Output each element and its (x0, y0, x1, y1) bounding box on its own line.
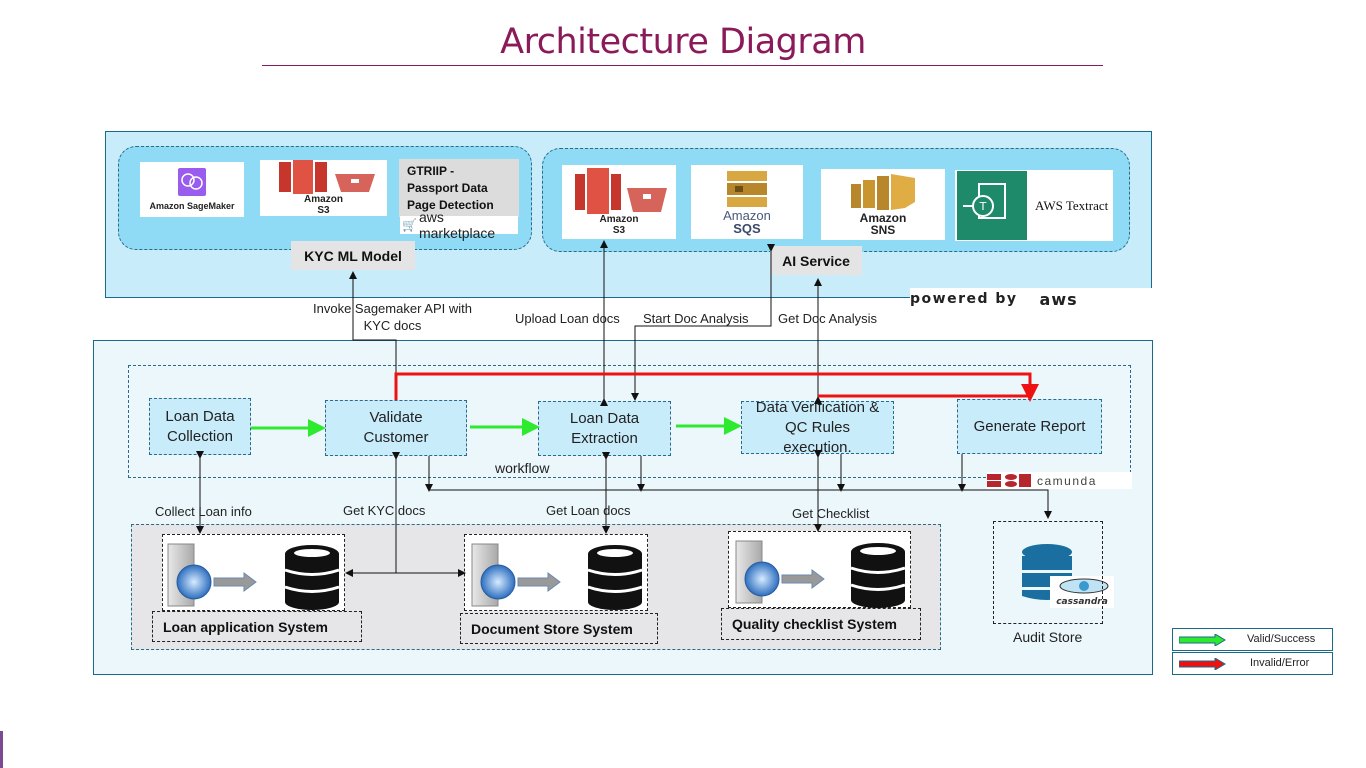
aws-logo-text: aws (1039, 289, 1078, 309)
legend-label: Valid/Success (1247, 633, 1316, 645)
gtriip-line: GTRIIP - (407, 164, 455, 178)
get-kyc-docs-label: Get KYC docs (343, 503, 426, 518)
sagemaker-icon (178, 167, 206, 196)
sqs-label-2: SQS (733, 221, 761, 236)
legend-valid-success: Valid/Success (1172, 628, 1333, 651)
aws-textract-icon: T (957, 171, 1027, 240)
red-arrow-icon (1179, 658, 1226, 670)
camunda-icon (987, 474, 1031, 487)
quality-checklist-system-image (728, 531, 911, 608)
textract-card: T AWS Textract (955, 170, 1113, 241)
ai-service-tag: AI Service (770, 246, 862, 275)
amazon-s3-icon (278, 160, 375, 194)
sqs-label-1: Amazon (723, 208, 771, 223)
step-generate-report[interactable]: Generate Report (957, 399, 1102, 454)
sagemaker-card: Amazon SageMaker (140, 162, 244, 217)
powered-by-text: powered by (910, 291, 1018, 307)
loan-application-system-image (162, 534, 345, 611)
gtriip-line: Passport Data (407, 181, 488, 195)
get-loan-docs-label: Get Loan docs (546, 503, 631, 518)
document-store-system-label: Document Store System (460, 613, 658, 644)
sqs-card: Amazon SQS (691, 165, 803, 239)
gtriip-passport-card: GTRIIP - Passport Data Page Detection (399, 159, 519, 217)
workflow-label: workflow (495, 460, 550, 476)
loan-application-system-label: Loan application System (152, 611, 362, 642)
get-checklist-label: Get Checklist (792, 506, 870, 521)
document-store-system-image (464, 534, 648, 611)
amazon-sqs-icon (727, 171, 767, 207)
title-underline (262, 65, 1103, 66)
legend-label: Invalid/Error (1250, 657, 1310, 669)
slide-accent-bar (0, 731, 3, 768)
legend-invalid-error: Invalid/Error (1172, 652, 1333, 675)
camunda-logo: camunda (987, 472, 1132, 489)
sagemaker-label: Amazon SageMaker (149, 200, 235, 211)
powered-by-aws-logo: powered by aws (910, 288, 1152, 310)
textract-label: AWS Textract (1035, 197, 1109, 213)
start-doc-analysis-label: Start Doc Analysis (643, 311, 749, 326)
aws-marketplace-logo: 🛒 aws marketplace (400, 209, 518, 241)
kyc-ml-model-tag: KYC ML Model (291, 241, 415, 270)
svg-text:T: T (979, 200, 987, 213)
camunda-text: camunda (1037, 473, 1097, 488)
cart-icon: 🛒 (402, 218, 417, 232)
collect-loan-info-label: Collect Loan info (155, 504, 252, 519)
audit-store-label: Audit Store (1013, 629, 1083, 645)
workflow-region (128, 365, 1131, 478)
upload-loan-docs-label: Upload Loan docs (515, 311, 620, 326)
amazon-sns-icon (851, 173, 915, 210)
amazon-s3-icon (575, 168, 667, 214)
page-title: Architecture Diagram (500, 22, 866, 62)
quality-checklist-system-label: Quality checklist System (721, 608, 921, 640)
marketplace-text: aws marketplace (418, 209, 496, 241)
audit-store-box (993, 521, 1103, 624)
gtriip-line: Page Detection (407, 198, 494, 212)
green-arrow-icon (1179, 634, 1226, 646)
get-doc-analysis-label: Get Doc Analysis (778, 311, 877, 326)
